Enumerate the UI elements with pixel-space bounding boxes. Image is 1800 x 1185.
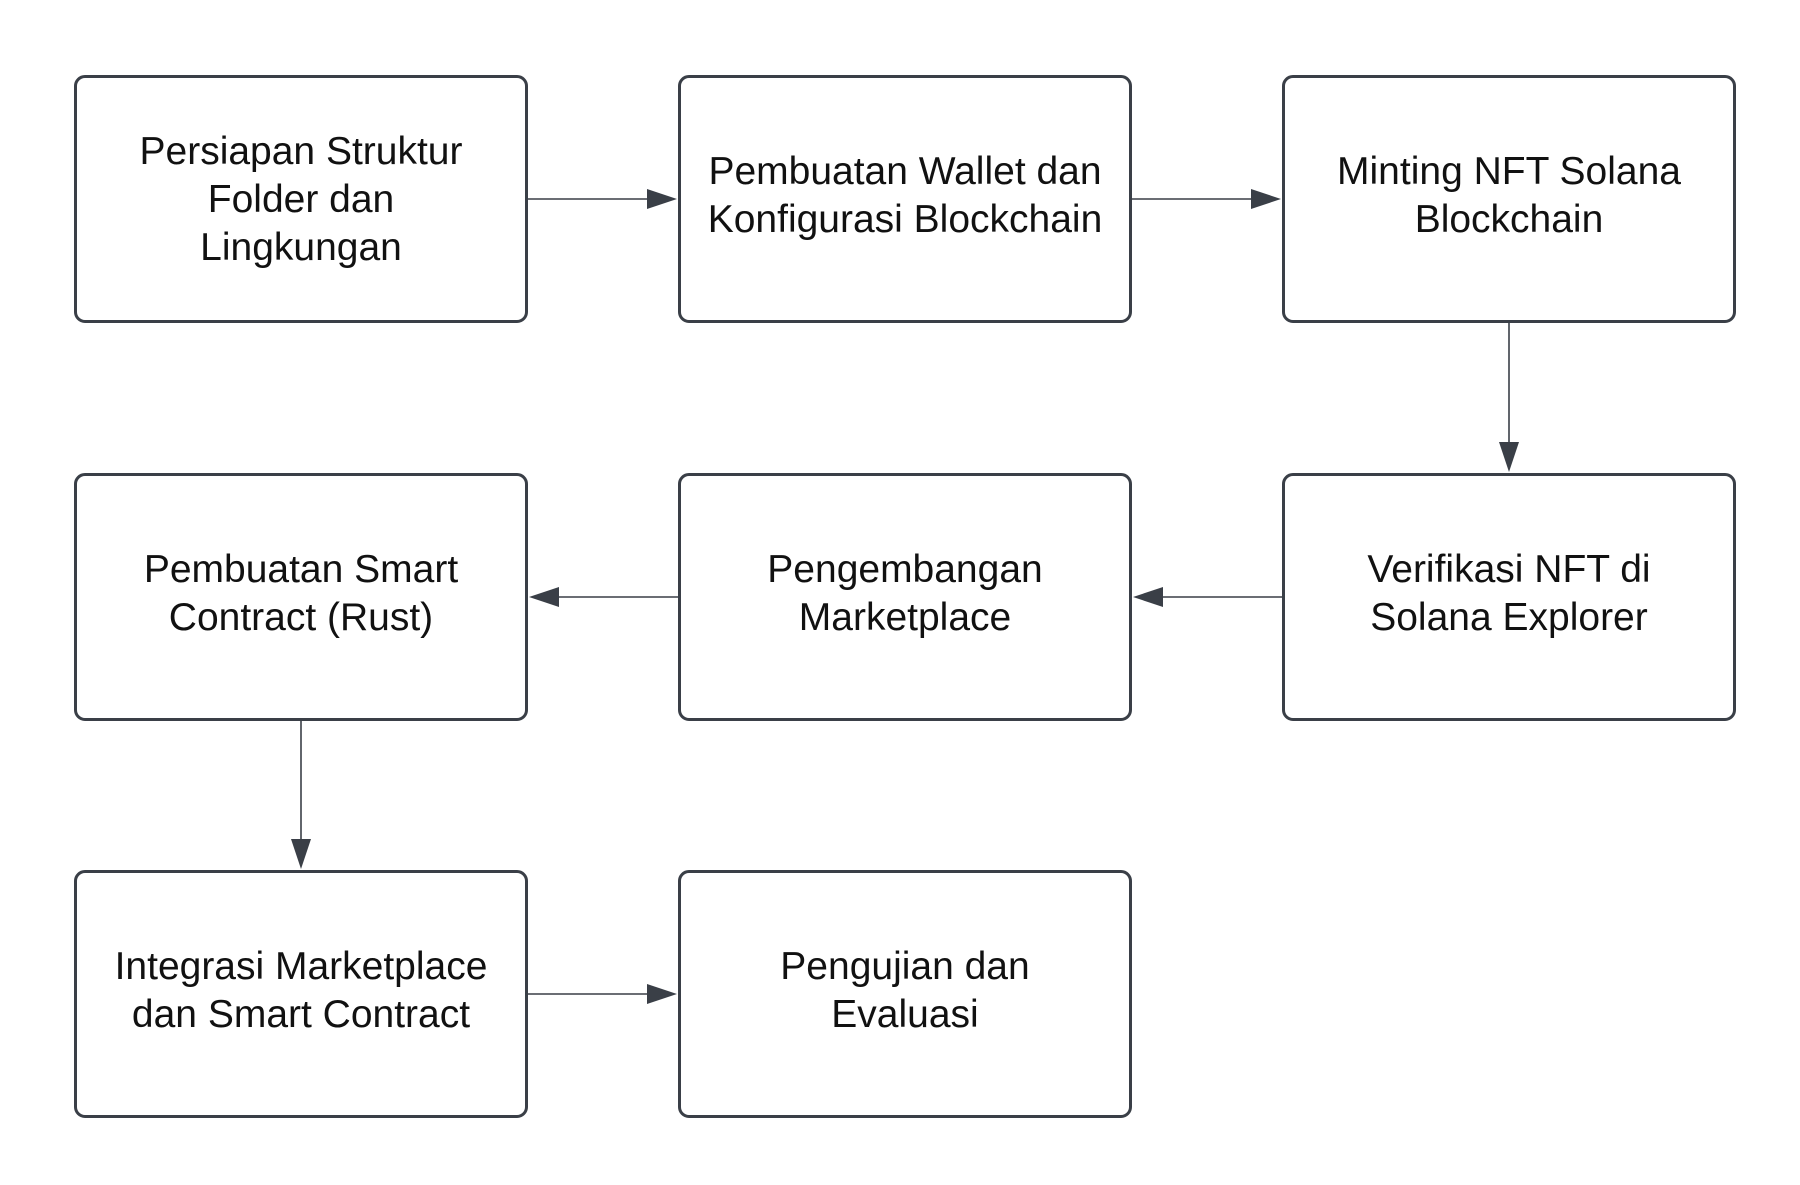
step-label: Integrasi Marketplace dan Smart Contract (114, 945, 488, 1036)
arrowhead-down (291, 839, 311, 869)
step-label: Persiapan Struktur Folder dan Lingkungan (139, 130, 463, 269)
step-pengembangan-marketplace: Pengembangan Marketplace (678, 473, 1132, 721)
edge-n7-n8 (528, 984, 677, 1004)
arrowhead-right (647, 984, 677, 1004)
step-minting-nft: Minting NFT Solana Blockchain (1282, 75, 1736, 323)
edge-n4-n5 (1133, 587, 1282, 607)
arrowhead-left (1133, 587, 1163, 607)
edge-n6-n7 (291, 721, 311, 869)
edge-n5-n6 (529, 587, 678, 607)
step-integrasi-marketplace: Integrasi Marketplace dan Smart Contract (74, 870, 528, 1118)
step-label: Pengembangan Marketplace (767, 548, 1043, 639)
arrowhead-right (1251, 189, 1281, 209)
step-label: Pembuatan Smart Contract (Rust) (143, 548, 459, 639)
arrowhead-down (1499, 442, 1519, 472)
step-label: Pengujian dan Evaluasi (780, 945, 1030, 1036)
step-verifikasi-nft: Verifikasi NFT di Solana Explorer (1282, 473, 1736, 721)
arrowhead-left (529, 587, 559, 607)
step-label: Minting NFT Solana Blockchain (1337, 150, 1681, 241)
edge-n1-n2 (528, 189, 677, 209)
step-persiapan-struktur-folder: Persiapan Struktur Folder dan Lingkungan (74, 75, 528, 323)
step-label: Pembuatan Wallet dan Konfigurasi Blockch… (707, 150, 1103, 241)
step-pengujian-evaluasi: Pengujian dan Evaluasi (678, 870, 1132, 1118)
edge-n3-n4 (1499, 323, 1519, 472)
arrowhead-right (647, 189, 677, 209)
edge-n2-n3 (1132, 189, 1281, 209)
step-pembuatan-wallet: Pembuatan Wallet dan Konfigurasi Blockch… (678, 75, 1132, 323)
step-label: Verifikasi NFT di Solana Explorer (1367, 548, 1651, 639)
step-pembuatan-smart-contract: Pembuatan Smart Contract (Rust) (74, 473, 528, 721)
